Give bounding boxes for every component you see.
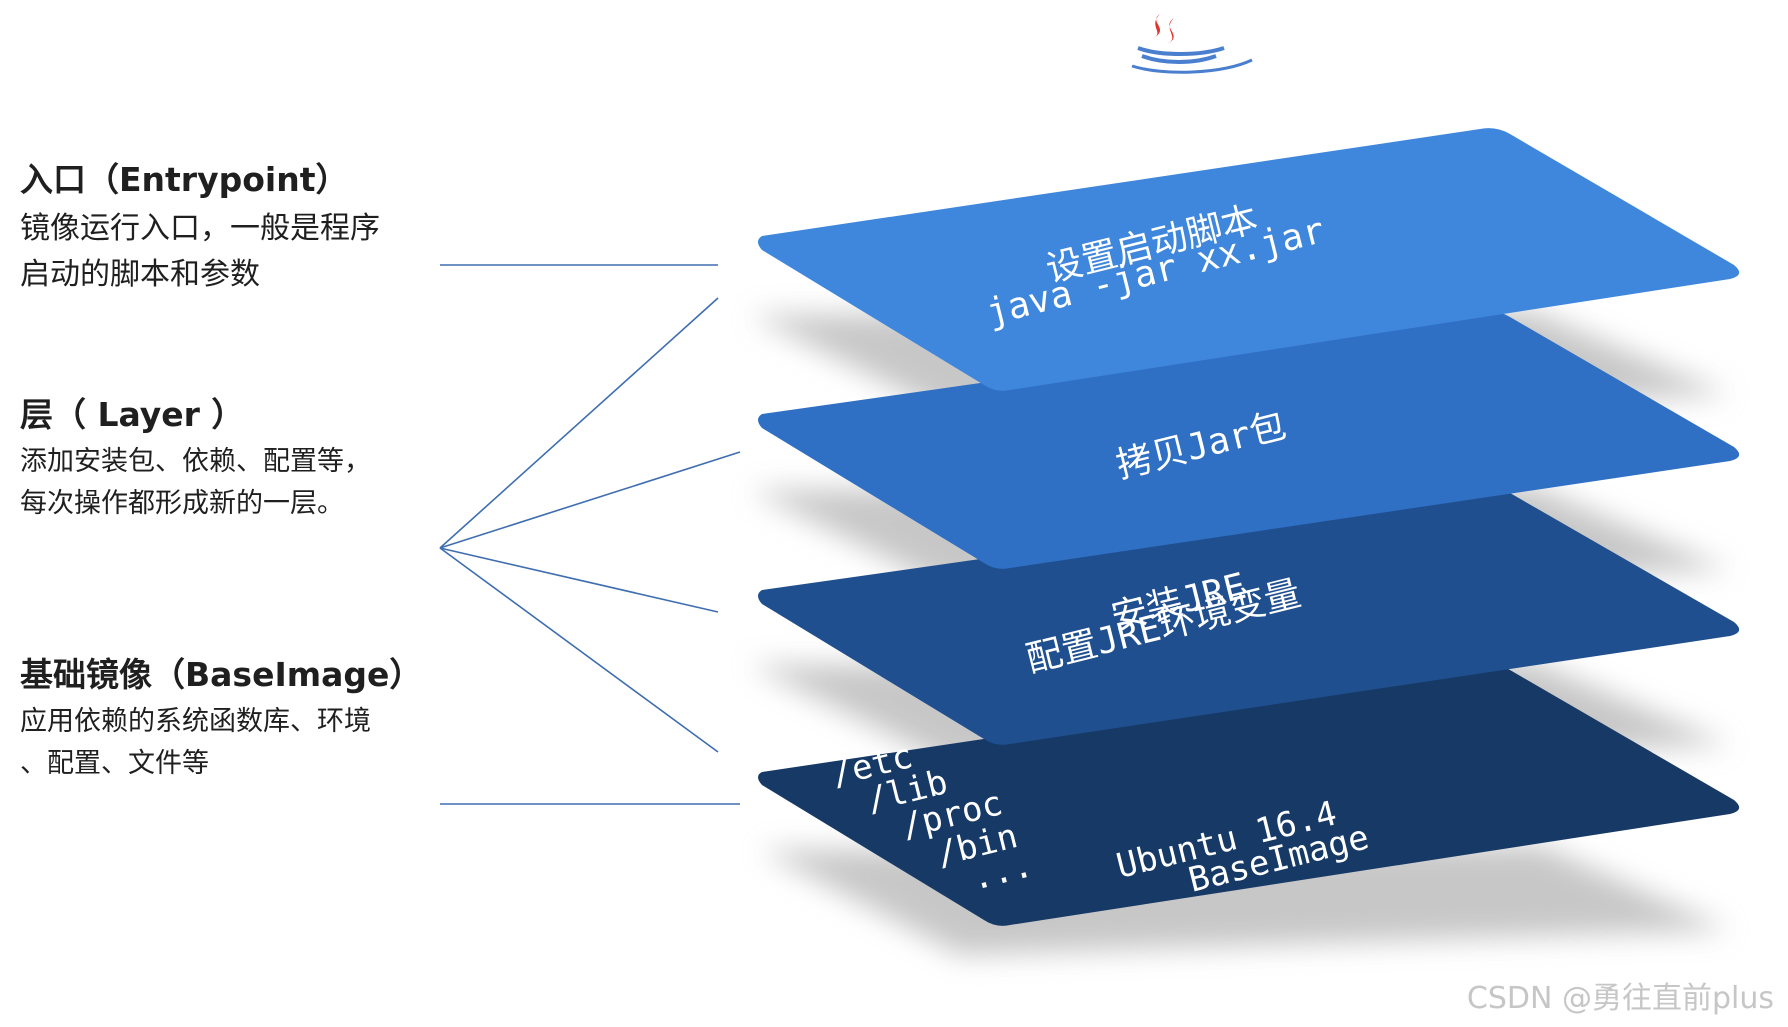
connector-lines	[439, 264, 741, 805]
base-card: /etc /lib /proc /bin ... Ubuntu 16.4 Bas…	[758, 664, 1740, 926]
top-card: 设置启动脚本 java -jar xx.jar	[758, 128, 1740, 391]
entrypoint-title: 入口（Entrypoint）	[20, 160, 349, 199]
baseimage-title: 基础镜像（BaseImage）	[20, 655, 423, 694]
top-card-shape	[758, 128, 1740, 391]
baseimage-desc-line-1: 应用依赖的系统函数库、环境	[20, 706, 371, 737]
third-card: 安装JRE 配置JRE环境变量	[758, 487, 1740, 745]
layer-desc-line-1: 添加安装包、依赖、配置等，	[20, 446, 371, 477]
java-coffee-cup-icon	[1131, 14, 1253, 74]
second-card: 拷贝Jar包	[758, 311, 1740, 569]
baseimage-desc-line-2: 、配置、文件等	[20, 748, 209, 779]
entrypoint-desc-line-2: 启动的脚本和参数	[20, 257, 260, 292]
layer-title: 层（ Layer ）	[20, 395, 245, 434]
base-card-text: /etc /lib /proc /bin ... Ubuntu 16.4 Bas…	[828, 736, 1373, 901]
layer-connector-1	[439, 297, 719, 549]
second-card-shape	[758, 311, 1740, 569]
entrypoint-block: 入口（Entrypoint） 镜像运行入口，一般是程序 启动的脚本和参数	[20, 160, 380, 298]
layer-block: 层（ Layer ） 添加安装包、依赖、配置等， 每次操作都形成新的一层。	[20, 395, 371, 525]
baseimage-block: 基础镜像（BaseImage） 应用依赖的系统函数库、环境 、配置、文件等	[20, 655, 422, 785]
entrypoint-desc-line-1: 镜像运行入口，一般是程序	[20, 211, 380, 246]
base-card-shape	[758, 664, 1740, 926]
layer-connector-3	[439, 547, 719, 613]
layer-desc-line-2: 每次操作都形成新的一层。	[20, 488, 344, 519]
watermark: CSDN @勇往直前plus	[1466, 981, 1774, 1016]
layer-connector-4	[439, 547, 719, 753]
third-card-shape	[758, 487, 1740, 745]
layer-connector-2	[439, 451, 741, 549]
